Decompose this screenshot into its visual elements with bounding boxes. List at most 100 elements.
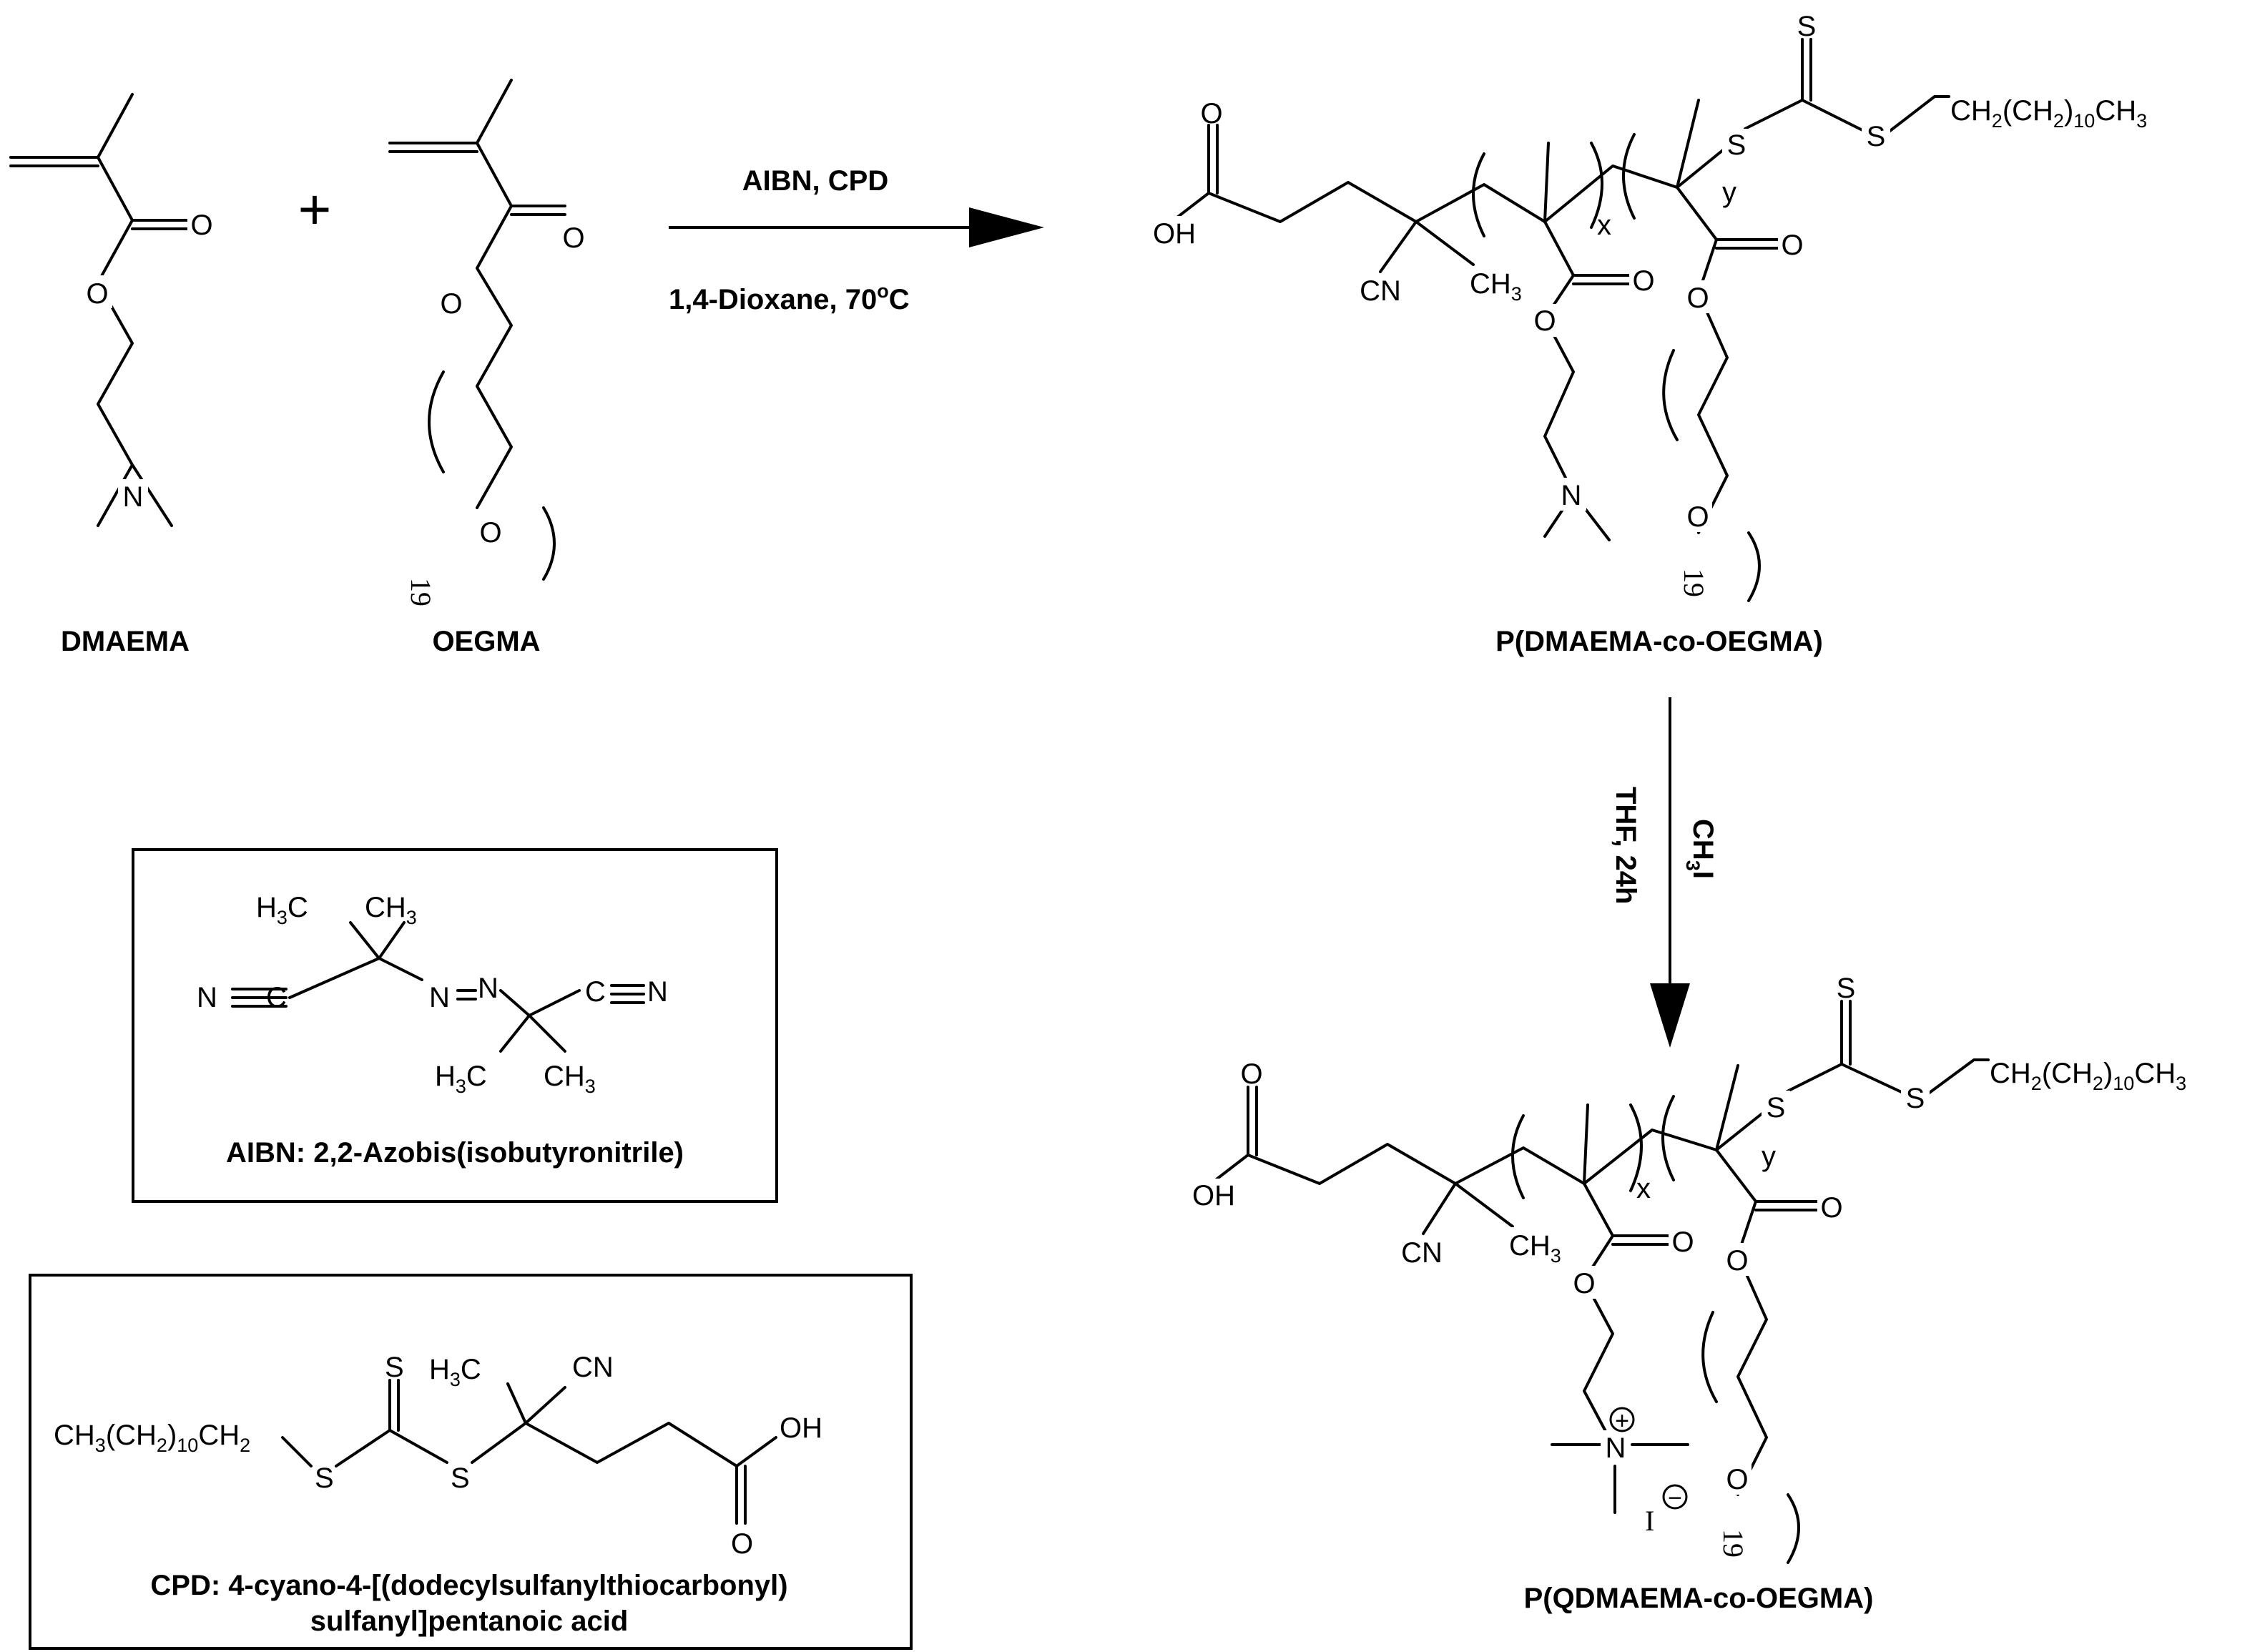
quaternized-oegma-sidechain bbox=[1701, 1149, 1822, 1564]
copolymer-ester-o1: O bbox=[1533, 305, 1556, 337]
copolymer-repeat-19: 19 bbox=[1678, 569, 1710, 597]
copolymer-dodecyl: CH2(CH2)10CH3 bbox=[1950, 95, 2147, 132]
cpd-s1: S bbox=[315, 1462, 334, 1494]
cpd-bonds bbox=[281, 1379, 777, 1525]
dmaema-bonds bbox=[9, 93, 195, 527]
quaternized-ether-o: O bbox=[1726, 1464, 1748, 1495]
copolymer-methyls bbox=[1543, 99, 1700, 223]
aibn-n-left: N bbox=[197, 982, 217, 1013]
copolymer-oh: OH bbox=[1153, 218, 1196, 250]
aibn-azo-n1: N bbox=[429, 982, 450, 1013]
cpd-cn: CN bbox=[572, 1352, 614, 1383]
copolymer-acid-o: O bbox=[1200, 98, 1222, 129]
quaternized-s1: S bbox=[1767, 1092, 1786, 1124]
reaction2-conditions: THF, 24h bbox=[1610, 787, 1641, 904]
cpd-caption-line1: CPD: 4-cyano-4-[(dodecylsulfanylthiocarb… bbox=[150, 1570, 787, 1601]
oegma-ester-o: O bbox=[440, 288, 462, 320]
cpd-oh: OH bbox=[780, 1412, 822, 1444]
copolymer-n: N bbox=[1561, 480, 1582, 511]
aibn-c-right: C bbox=[585, 976, 606, 1008]
quaternized-ester-o2: O bbox=[1726, 1245, 1748, 1277]
copolymer-label: P(DMAEMA-co-OEGMA) bbox=[1495, 626, 1823, 657]
quaternized-methyls bbox=[1583, 1064, 1739, 1185]
copolymer-oegma-sidechain bbox=[1662, 186, 1782, 602]
aibn-n-right: N bbox=[647, 976, 668, 1008]
quaternized-structure: OH O CN CH3 x y O O O O O N + I − 19 S S… bbox=[1192, 973, 2186, 1614]
quaternized-n-plus: N bbox=[1606, 1432, 1626, 1464]
quaternized-ch3: CH3 bbox=[1509, 1230, 1561, 1267]
quaternized-ester-o1: O bbox=[1573, 1268, 1595, 1299]
quaternized-acid-o: O bbox=[1240, 1058, 1262, 1090]
copolymer-carbonyl-o2: O bbox=[1781, 230, 1803, 261]
aibn-h3c-top: H3C bbox=[256, 892, 308, 928]
copolymer-ether-o: O bbox=[1686, 501, 1709, 533]
oegma-ether-o: O bbox=[479, 517, 501, 549]
aibn-ch3-bottom: CH3 bbox=[544, 1061, 596, 1097]
quaternized-cn: CN bbox=[1401, 1237, 1443, 1269]
copolymer-s2: S bbox=[1867, 121, 1886, 152]
negative-charge-sign: − bbox=[1668, 1485, 1682, 1512]
positive-charge-circle bbox=[1609, 1407, 1635, 1432]
copolymer-dmaema-sidechain bbox=[1543, 220, 1632, 541]
negative-charge-circle bbox=[1662, 1484, 1688, 1510]
copolymer-bracket-x bbox=[1472, 142, 1603, 237]
copolymer-ester-o2: O bbox=[1686, 282, 1709, 314]
aibn-azo-n2: N bbox=[478, 973, 498, 1004]
reaction-arrow-1: AIBN, CPD 1,4-Dioxane, 70oC bbox=[669, 165, 1044, 315]
reaction1-conditions: 1,4-Dioxane, 70oC bbox=[669, 280, 910, 315]
copolymer-structure: OH O CN CH3 x y O O O O O N 19 S S S CH2… bbox=[1153, 11, 2147, 657]
cpd-h3c: H3C bbox=[429, 1354, 481, 1390]
cpd-caption-line2: sulfanyl]pentanoic acid bbox=[310, 1606, 629, 1637]
quaternized-qdmaema-sidechain bbox=[1551, 1182, 1689, 1514]
dmaema-structure: O O N DMAEMA bbox=[9, 93, 216, 657]
oegma-structure: O O O 19 OEGMA bbox=[388, 79, 588, 657]
copolymer-s1: S bbox=[1727, 129, 1746, 161]
plus-sign: + bbox=[298, 177, 332, 241]
cpd-s-thione: S bbox=[385, 1352, 404, 1383]
cpd-s2: S bbox=[451, 1462, 470, 1494]
quaternized-dodecyl: CH2(CH2)10CH3 bbox=[1990, 1058, 2186, 1094]
aibn-ch3-top: CH3 bbox=[365, 892, 417, 928]
quaternized-backbone bbox=[1200, 1086, 1718, 1235]
dmaema-carbonyl-o: O bbox=[190, 210, 212, 241]
oegma-bonds bbox=[388, 79, 566, 581]
quaternized-brackets bbox=[1511, 1095, 1675, 1199]
quaternized-s-thione: S bbox=[1837, 973, 1856, 1004]
copolymer-ch3: CH3 bbox=[1470, 268, 1522, 305]
quaternized-x: x bbox=[1636, 1173, 1651, 1204]
cpd-o: O bbox=[731, 1528, 753, 1560]
aibn-h3c-bottom: H3C bbox=[435, 1061, 487, 1097]
cpd-legend-box: CH3(CH2)10CH2 S S S H3C CN OH O CPD: 4-c… bbox=[29, 1274, 913, 1650]
reaction1-reagents: AIBN, CPD bbox=[742, 165, 888, 197]
copolymer-y: y bbox=[1722, 177, 1736, 208]
aibn-c-left: C bbox=[266, 982, 287, 1013]
reaction2-reagent: CH3I bbox=[1682, 819, 1719, 879]
dmaema-ester-o: O bbox=[86, 278, 108, 310]
copolymer-bracket-y bbox=[1622, 133, 1636, 220]
quaternized-y: y bbox=[1762, 1141, 1776, 1172]
quaternized-carbonyl-o1: O bbox=[1671, 1226, 1694, 1258]
aibn-bonds bbox=[231, 921, 645, 1053]
copolymer-cn: CN bbox=[1360, 275, 1401, 307]
dmaema-label: DMAEMA bbox=[61, 626, 190, 657]
oegma-carbonyl-o: O bbox=[562, 222, 584, 254]
copolymer-s-thione: S bbox=[1797, 11, 1817, 42]
reaction-arrow-2: CH3I THF, 24h bbox=[1610, 697, 1719, 1048]
oegma-label: OEGMA bbox=[432, 626, 540, 657]
iodide-ion: I bbox=[1645, 1505, 1654, 1537]
copolymer-trithiocarbonate bbox=[1676, 38, 1950, 189]
quaternized-repeat-19: 19 bbox=[1717, 1529, 1749, 1558]
positive-charge-sign: + bbox=[1615, 1407, 1629, 1435]
aibn-legend-box: H3C CH3 N C N N C N H3C CH3 AIBN: 2,2-Az… bbox=[132, 848, 778, 1203]
copolymer-carbonyl-o1: O bbox=[1632, 265, 1654, 297]
quaternized-trithiocarbonate bbox=[1715, 1000, 1990, 1151]
dmaema-n: N bbox=[123, 481, 144, 513]
copolymer-backbone bbox=[1161, 124, 1679, 273]
quaternized-carbonyl-o2: O bbox=[1820, 1192, 1842, 1224]
copolymer-x: x bbox=[1597, 210, 1611, 241]
cpd-dodecyl: CH3(CH2)10CH2 bbox=[54, 1420, 250, 1456]
quaternized-s2: S bbox=[1906, 1083, 1925, 1114]
oegma-repeat-19: 19 bbox=[405, 578, 437, 606]
aibn-caption: AIBN: 2,2-Azobis(isobutyronitrile) bbox=[226, 1137, 684, 1169]
